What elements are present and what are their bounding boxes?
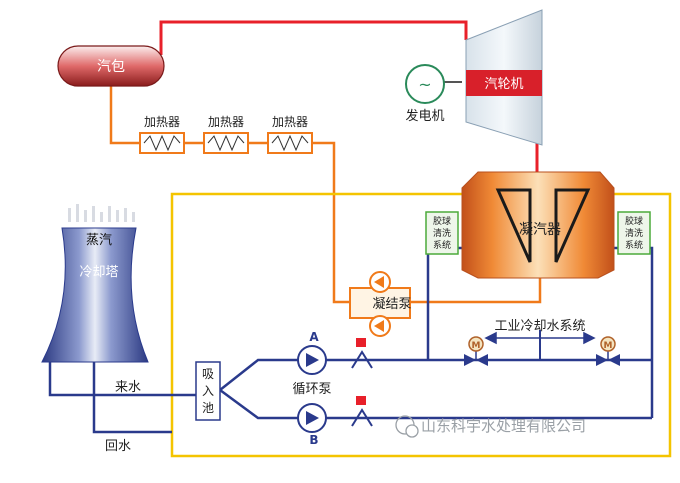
pipe-to-condenser-inlet bbox=[426, 246, 462, 360]
ball-cleaning-right: 胶球 清洗 系统 bbox=[617, 211, 651, 255]
ball-cleaning-box bbox=[425, 211, 459, 255]
condensate-pump-label: 凝结泵 bbox=[372, 296, 411, 312]
intake-pond-text: 吸 bbox=[202, 367, 214, 381]
check-valve-icon bbox=[351, 408, 373, 427]
heater-label: 加热器 bbox=[272, 115, 308, 129]
circ-pump-a: A bbox=[297, 330, 327, 375]
heater-3: 加热器 bbox=[267, 115, 313, 154]
pump-arrow-icon bbox=[374, 276, 384, 288]
cooling-tower: 蒸汽 冷却塔 bbox=[41, 204, 149, 363]
industrial-cooling-arrow bbox=[484, 331, 596, 345]
feedwater-line-drum bbox=[109, 85, 140, 145]
motor-valve-label: M bbox=[472, 341, 481, 351]
pump-a-label: A bbox=[309, 330, 319, 344]
turbine-band bbox=[466, 70, 542, 96]
motor-valve-label: M bbox=[604, 341, 613, 351]
generator-symbol: ~ bbox=[418, 75, 431, 94]
motor-icon bbox=[600, 336, 616, 352]
drum bbox=[57, 45, 165, 87]
pump-arrow-icon bbox=[306, 411, 319, 425]
pipe-condenser-outlet bbox=[614, 246, 654, 418]
heater-2: 加热器 bbox=[203, 115, 249, 154]
steam-plume bbox=[68, 204, 135, 222]
intake-pond: 吸 入 池 bbox=[195, 361, 221, 421]
intake-pond-text: 入 bbox=[202, 384, 214, 398]
motor-valve-left: M bbox=[464, 336, 488, 366]
condenser-tube-left bbox=[495, 188, 532, 263]
supply-water-label: 来水 bbox=[115, 380, 141, 395]
ball-cleaning-text: 系统 bbox=[433, 239, 451, 251]
condensate-lines bbox=[109, 85, 542, 304]
condenser: 凝汽器 bbox=[461, 171, 615, 279]
condenser-label: 凝汽器 bbox=[519, 222, 561, 238]
industrial-cooling-label: 工业冷却水系统 bbox=[494, 319, 585, 334]
check-valve-icon bbox=[351, 350, 373, 369]
ball-cleaning-text: 清洗 bbox=[433, 227, 451, 239]
wechat-icon-bubble bbox=[405, 424, 419, 438]
cooling-tower-label: 冷却塔 bbox=[79, 265, 118, 280]
steam-label: 蒸汽 bbox=[86, 233, 112, 248]
generator-icon bbox=[405, 64, 445, 104]
watermark-text: 山东科宇水处理有限公司 bbox=[421, 417, 586, 435]
intake-pond-text: 池 bbox=[202, 401, 214, 415]
heater-coil-icon bbox=[207, 134, 245, 152]
steam-lines bbox=[159, 20, 539, 172]
ball-cleaning-left: 胶球 清洗 系统 bbox=[425, 211, 459, 255]
pipe-to-pump-a bbox=[219, 358, 298, 391]
ball-cleaning-box bbox=[617, 211, 651, 255]
check-valve-a bbox=[351, 338, 373, 369]
check-valve-b bbox=[351, 396, 373, 427]
motor-icon bbox=[468, 336, 484, 352]
return-water-line bbox=[92, 335, 172, 434]
return-water-label: 回水 bbox=[105, 439, 131, 454]
heater-coil-icon bbox=[143, 134, 181, 152]
steam-line-drum-turbine bbox=[159, 20, 468, 55]
pipe-to-pump-b bbox=[219, 388, 298, 420]
ball-cleaning-text: 胶球 bbox=[433, 215, 451, 227]
heater-label: 加热器 bbox=[208, 115, 244, 129]
ball-cleaning-text: 胶球 bbox=[625, 215, 643, 227]
condensate-line-condenser bbox=[410, 278, 542, 304]
supply-water-line bbox=[48, 362, 196, 397]
valve-indicator-icon bbox=[356, 338, 366, 347]
condenser-body bbox=[461, 171, 615, 279]
pump-b-label: B bbox=[309, 433, 318, 447]
condensate-pump: 凝结泵 bbox=[349, 271, 412, 337]
turbine-label: 汽轮机 bbox=[484, 77, 523, 92]
feedwater-line-pump bbox=[312, 141, 350, 304]
pump-arrow-icon bbox=[374, 320, 384, 332]
circ-pump-label: 循环泵 bbox=[292, 382, 331, 397]
pump-arrow-icon bbox=[306, 353, 319, 367]
motor-valve-right: M bbox=[596, 336, 620, 366]
cooling-tower-body bbox=[41, 227, 149, 363]
watermark: 山东科宇水处理有限公司 bbox=[395, 415, 586, 438]
valve-indicator-icon bbox=[356, 396, 366, 405]
drum-label: 汽包 bbox=[97, 59, 125, 75]
intake-pond-box bbox=[195, 361, 221, 421]
circ-pump-b: B bbox=[297, 403, 327, 447]
generator-label: 发电机 bbox=[405, 108, 444, 124]
ball-cleaning-text: 系统 bbox=[625, 239, 643, 251]
heater-coil-icon bbox=[271, 134, 309, 152]
heater-1: 加热器 bbox=[139, 115, 185, 154]
heater-label: 加热器 bbox=[144, 115, 180, 129]
ball-cleaning-text: 清洗 bbox=[625, 227, 643, 239]
condenser-tube-right bbox=[554, 188, 591, 263]
cooling-water-loop bbox=[170, 192, 672, 458]
